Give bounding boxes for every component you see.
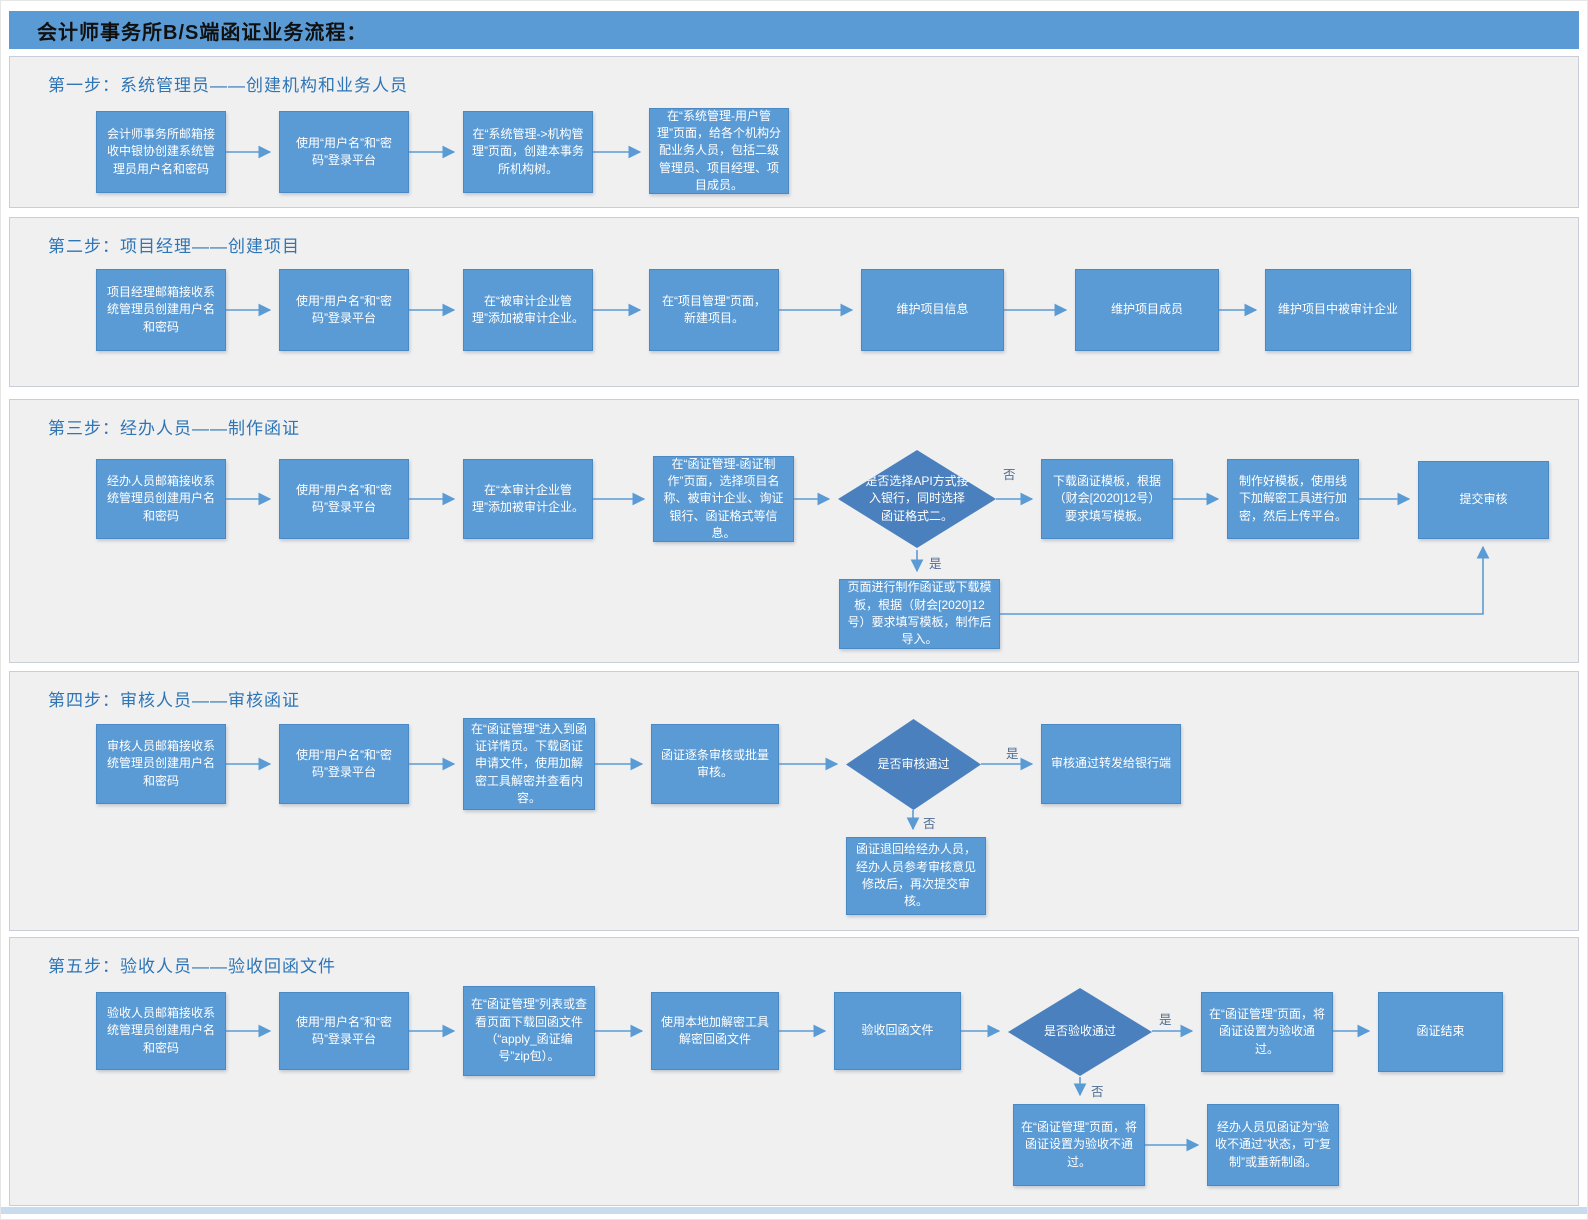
bottom-strip [1, 1207, 1587, 1214]
flow-node-s5-set-not-passed: 在“函证管理”页面，将函证设置为验收不通过。 [1013, 1104, 1145, 1186]
flow-node-s2-2: 使用“用户名”和“密码”登录平台 [279, 269, 409, 351]
branch-label-yes-s5: 是 [1159, 1013, 1172, 1027]
flow-node-s1-3: 在“系统管理->机构管理”页面，创建本事务所机构树。 [463, 111, 593, 193]
flow-node-s3-yes-branch: 页面进行制作函证或下载模板，根据（财会[2020]12号）要求填写模板，制作后导… [839, 579, 1000, 649]
flow-node-s2-7: 维护项目中被审计企业 [1265, 269, 1411, 351]
section-header-1: 第一步：系统管理员——创建机构和业务人员 [48, 76, 408, 95]
section-header-5: 第五步：验收人员——验收回函文件 [48, 957, 336, 976]
section-panel-5: 第五步：验收人员——验收回函文件 [9, 937, 1579, 1206]
flow-node-s2-6: 维护项目成员 [1075, 269, 1219, 351]
flow-node-s4-1: 审核人员邮箱接收系统管理员创建用户名和密码 [96, 724, 226, 804]
flow-node-s4-4: 函证逐条审核或批量审核。 [651, 724, 779, 804]
flow-node-s3-5: 下载函证模板，根据（财会[2020]12号）要求填写模板。 [1041, 459, 1173, 539]
flow-node-s3-3: 在“本审计企业管理”添加被审计企业。 [463, 459, 593, 539]
flow-node-s4-2: 使用“用户名”和“密码”登录平台 [279, 724, 409, 804]
flow-node-s5-1: 验收人员邮箱接收系统管理员创建用户名和密码 [96, 992, 226, 1070]
flow-node-s5-set-passed: 在“函证管理”页面，将函证设置为验收通过。 [1201, 992, 1333, 1072]
branch-label-no-s4: 否 [923, 817, 936, 831]
branch-label-yes-s3: 是 [929, 557, 942, 571]
flow-node-s2-1: 项目经理邮箱接收系统管理员创建用户名和密码 [96, 269, 226, 351]
flow-node-s3-6: 制作好模板，使用线下加解密工具进行加密，然后上传平台。 [1227, 459, 1359, 539]
flow-node-s1-1: 会计师事务所邮箱接收中银协创建系统管理员用户名和密码 [96, 111, 226, 193]
page-title: 会计师事务所B/S端函证业务流程： [9, 11, 1579, 49]
flow-node-s5-accept-files: 验收回函文件 [834, 992, 961, 1070]
flow-node-s1-2: 使用“用户名”和“密码”登录平台 [279, 111, 409, 193]
section-header-2: 第二步：项目经理——创建项目 [48, 237, 300, 256]
flow-node-s5-4: 使用本地加解密工具解密回函文件 [651, 992, 779, 1070]
flow-node-s1-4: 在“系统管理-用户管理”页面，给各个机构分配业务人员，包括二级管理员、项目经理、… [649, 108, 789, 194]
flow-node-s5-remake-letter: 经办人员见函证为“验收不通过”状态，可“复制”或重新制函。 [1207, 1104, 1339, 1186]
flow-node-s2-5: 维护项目信息 [861, 269, 1004, 351]
flow-node-s4-forward-bank: 审核通过转发给银行端 [1041, 724, 1181, 804]
flow-node-s3-2: 使用“用户名”和“密码”登录平台 [279, 459, 409, 539]
flow-node-s3-1: 经办人员邮箱接收系统管理员创建用户名和密码 [96, 459, 226, 539]
flow-node-s4-3: 在“函证管理”进入到函证详情页。下载函证申请文件，使用加解密工具解密并查看内容。 [463, 718, 595, 810]
branch-label-no-s5: 否 [1091, 1085, 1104, 1099]
flow-node-s2-4: 在“项目管理”页面，新建项目。 [649, 269, 779, 351]
flow-node-s5-3: 在“函证管理”列表或查看页面下载回函文件（“apply_函证编号”zip包）。 [463, 986, 595, 1076]
flow-node-s5-2: 使用“用户名”和“密码”登录平台 [279, 992, 409, 1070]
section-panel-1: 第一步：系统管理员——创建机构和业务人员 [9, 56, 1579, 208]
branch-label-no-s3: 否 [1003, 468, 1016, 482]
flow-node-s3-4: 在“函证管理-函证制作”页面，选择项目名称、被审计企业、询证银行、函证格式等信息… [653, 456, 794, 542]
flow-node-s5-finished: 函证结束 [1378, 992, 1503, 1072]
section-header-4: 第四步：审核人员——审核函证 [48, 691, 300, 710]
branch-label-yes-s4: 是 [1006, 747, 1019, 761]
flow-node-s4-return-branch: 函证退回给经办人员，经办人员参考审核意见修改后，再次提交审核。 [846, 837, 986, 915]
section-panel-4: 第四步：审核人员——审核函证 [9, 671, 1579, 931]
section-header-3: 第三步：经办人员——制作函证 [48, 419, 300, 438]
flow-node-s2-3: 在“被审计企业管理”添加被审计企业。 [463, 269, 593, 351]
flow-node-s3-submit-review: 提交审核 [1418, 461, 1549, 539]
